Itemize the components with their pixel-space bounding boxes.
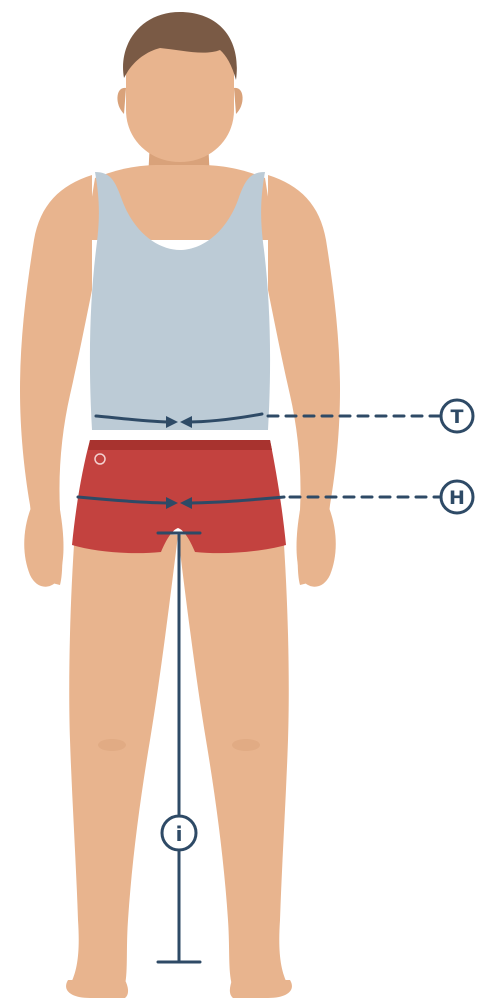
right-knee — [232, 739, 260, 751]
right-hand — [297, 505, 336, 587]
inseam-marker-label: i — [176, 822, 183, 846]
shorts-waistband — [88, 440, 272, 450]
left-knee — [98, 739, 126, 751]
hip-marker-label: H — [449, 487, 465, 509]
waist-marker-label: T — [451, 406, 464, 428]
left-hand — [24, 505, 63, 587]
left-foot — [66, 980, 128, 998]
left-leg — [69, 530, 178, 985]
right-ear — [234, 88, 243, 114]
left-ear — [117, 88, 126, 114]
right-foot — [230, 980, 292, 998]
right-leg — [178, 530, 289, 985]
